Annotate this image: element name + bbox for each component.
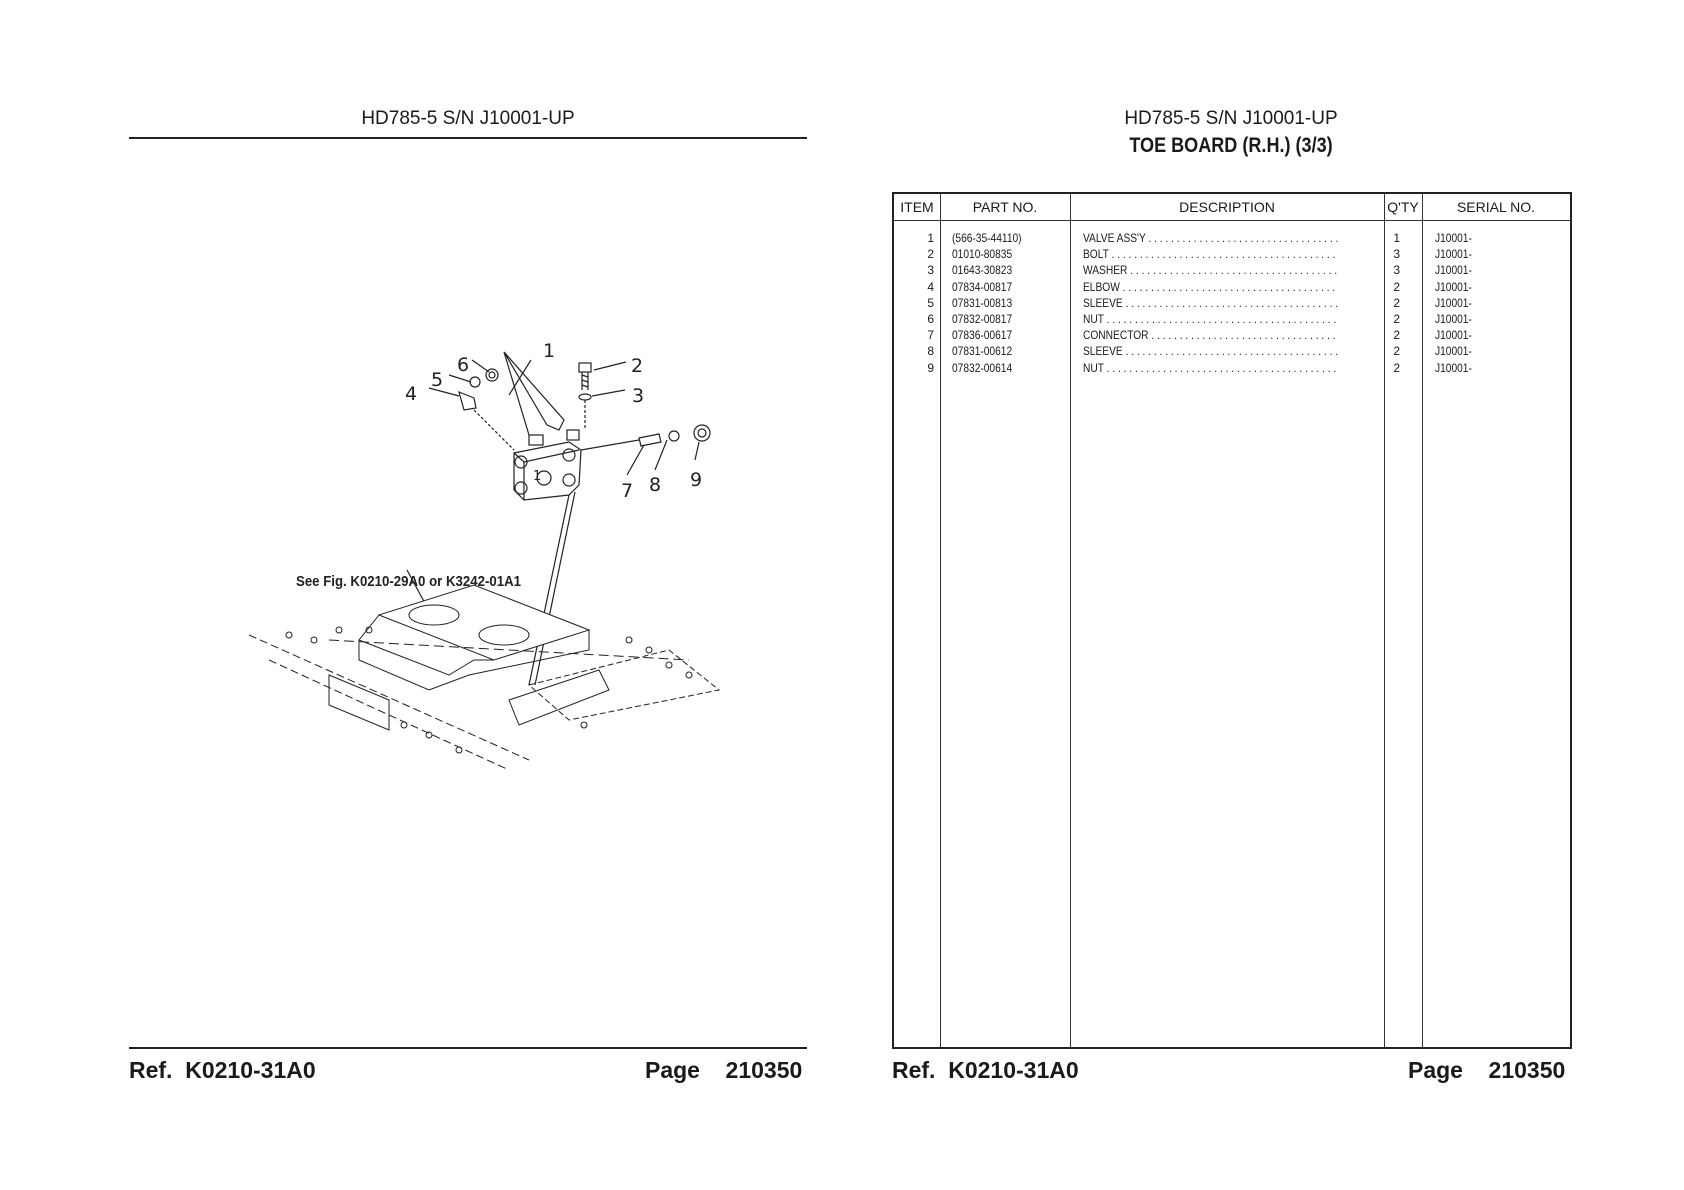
table-row: 9 07832-00614 NUT 2 J10001- <box>894 360 1570 376</box>
elbow-part <box>458 390 515 451</box>
parts-table: ITEM PART NO. DESCRIPTION Q'TY SERIAL NO… <box>892 192 1572 1049</box>
right-footer-ref: Ref. K0210-31A0 <box>892 1057 1079 1084</box>
sleeve-part <box>469 376 481 388</box>
col-header-serial-no: SERIAL NO. <box>1456 199 1536 215</box>
left-footer-rule <box>129 1047 807 1049</box>
page-number: 210350 <box>725 1057 803 1083</box>
col-header-description: DESCRIPTION <box>1179 199 1275 215</box>
ref-label: Ref. <box>892 1057 936 1083</box>
nut-part <box>485 368 499 382</box>
see-figure-note: See Fig. K0210-29A0 or K3242-01A1 <box>296 573 521 590</box>
page-number: 210350 <box>1488 1057 1566 1083</box>
table-row: 4 07834-00817 ELBOW 2 J10001- <box>894 279 1570 295</box>
bolt-part <box>578 362 592 390</box>
page-label: Page <box>1408 1057 1463 1083</box>
table-row: 8 07831-00612 SLEEVE 2 J10001- <box>894 343 1570 359</box>
left-header-rule <box>129 137 807 139</box>
valve-lever <box>503 351 565 431</box>
nut-part-2 <box>693 424 711 442</box>
toe-board-plate <box>248 584 721 771</box>
right-page-header: HD785-5 S/N J10001-UP <box>1124 108 1338 129</box>
ref-code: K0210-31A0 <box>948 1057 1079 1083</box>
ref-label: Ref. <box>129 1057 173 1083</box>
valve-body <box>513 429 582 501</box>
callout-label-8: 8 <box>649 474 661 496</box>
callout-label-6: 6 <box>457 354 469 376</box>
col-header-item: ITEM <box>900 199 934 215</box>
table-row: 5 07831-00813 SLEEVE 2 J10001- <box>894 295 1570 311</box>
left-footer-ref: Ref. K0210-31A0 <box>129 1057 316 1084</box>
col-header-qty: Q'TY <box>1387 199 1419 215</box>
table-row: 3 01643-30823 WASHER 3 J10001- <box>894 262 1570 278</box>
callout-label-2: 2 <box>631 355 643 377</box>
callout-label-5: 5 <box>431 369 443 391</box>
ref-code: K0210-31A0 <box>185 1057 316 1083</box>
callout-label-1: 1 <box>543 340 555 362</box>
left-footer-page: Page 210350 <box>645 1057 802 1084</box>
table-row: 1 (566-35-44110) VALVE ASS'Y 1 J10001- <box>894 230 1570 246</box>
connector-part <box>580 433 662 451</box>
sheet-title: TOE BOARD (R.H.) (3/3) <box>1129 134 1333 157</box>
callout-label-4: 4 <box>405 383 417 405</box>
table-row: 2 01010-80835 BOLT 3 J10001- <box>894 246 1570 262</box>
table-row: 7 07836-00617 CONNECTOR 2 J10001- <box>894 327 1570 343</box>
table-body: 1 (566-35-44110) VALVE ASS'Y 1 J10001- 2… <box>894 230 1570 376</box>
col-header-part-no: PART NO. <box>972 199 1038 215</box>
exploded-parts-diagram: 1 2 3 4 5 6 7 8 9 1 See Fig. K0210-29A0 … <box>129 330 807 890</box>
inset-label: 1 <box>533 469 541 484</box>
table-row: 6 07832-00817 NUT 2 J10001- <box>894 311 1570 327</box>
callout-label-7: 7 <box>621 480 633 502</box>
callout-label-9: 9 <box>690 469 702 491</box>
sleeve-part-2 <box>668 430 680 442</box>
washer-part <box>578 393 592 401</box>
right-footer-rule <box>892 1047 1570 1049</box>
right-footer-page: Page 210350 <box>1408 1057 1565 1084</box>
page-label: Page <box>645 1057 700 1083</box>
left-page-header: HD785-5 S/N J10001-UP <box>361 108 575 129</box>
callout-label-3: 3 <box>632 385 644 407</box>
